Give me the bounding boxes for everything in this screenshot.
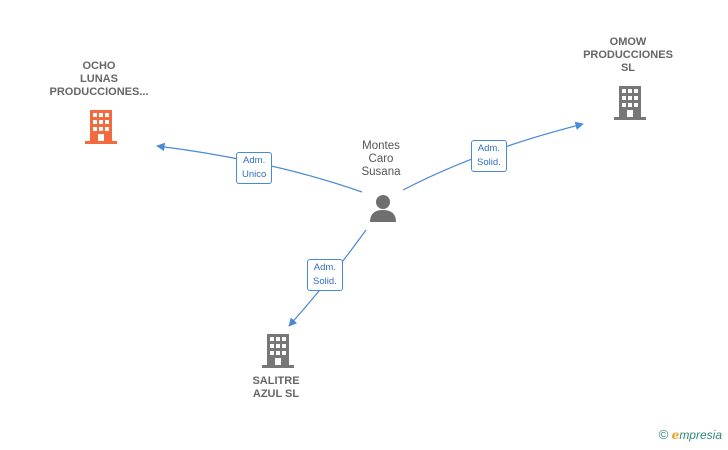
building-icon[interactable] <box>614 86 646 120</box>
empresia-watermark: © empresia <box>659 427 722 442</box>
edge-label-ocho-lunas: Adm. Unico <box>236 152 273 184</box>
edge-label-omow: Adm. Solid. <box>471 140 507 172</box>
edge-label-salitre: Adm. Solid. <box>307 259 343 291</box>
company-name-omow[interactable]: OMOW PRODUCCIONES SL <box>583 36 673 74</box>
brand-initial: e <box>671 428 680 442</box>
person-name[interactable]: Montes Caro Susana <box>361 140 401 178</box>
building-icon[interactable] <box>262 334 294 368</box>
brand-name: mpresia <box>679 428 722 442</box>
company-name-ocho-lunas[interactable]: OCHO LUNAS PRODUCCIONES... <box>49 60 149 98</box>
copyright-symbol: © <box>658 427 669 442</box>
company-name-salitre[interactable]: SALITRE AZUL SL <box>252 375 300 400</box>
building-icon[interactable] <box>85 110 117 144</box>
person-icon[interactable] <box>368 193 398 223</box>
